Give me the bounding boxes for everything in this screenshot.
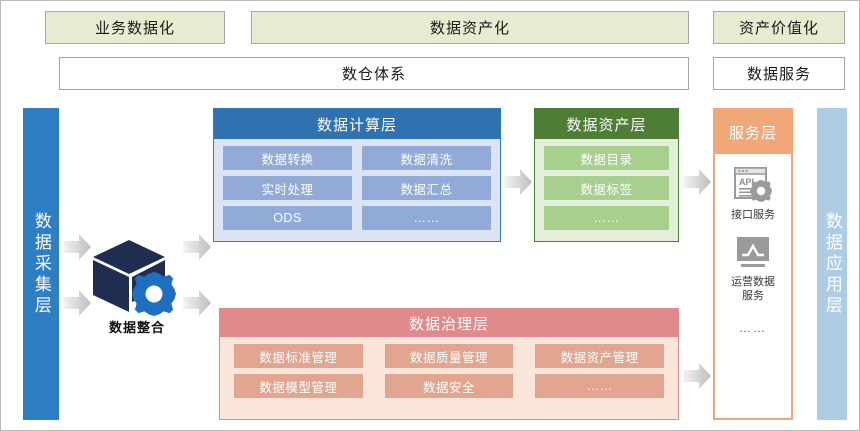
column-data-collection-layer: 数据采集层 [23, 108, 59, 420]
category-label: 资产价值化 [738, 20, 819, 37]
category-box-asset-valuation: 资产价值化 [713, 11, 845, 44]
service-entry-label: 运营数据服务 [731, 275, 775, 302]
svg-text:API: API [739, 177, 754, 187]
service-entries: API 接口服务 运营数据服务 …… [715, 154, 791, 335]
panel-items: 数据目录 数据标签 …… [535, 139, 678, 237]
category-label: 业务数据化 [94, 20, 175, 37]
asset-item[interactable]: 数据标签 [544, 176, 669, 200]
service-more: …… [739, 321, 767, 336]
system-label: 数据服务 [746, 66, 811, 83]
system-box-data-service: 数据服务 [713, 57, 845, 90]
governance-item[interactable]: 数据模型管理 [234, 374, 363, 398]
service-entry-label: 接口服务 [731, 209, 775, 221]
governance-item[interactable]: 数据安全 [384, 374, 514, 398]
column-label: 数据采集层 [31, 211, 51, 317]
system-label: 数仓体系 [341, 66, 406, 83]
cube-gear-icon [93, 240, 176, 316]
panel-items: 数据标准管理 数据质量管理 数据资产管理 数据模型管理 数据安全 …… [220, 337, 678, 405]
panel-data-governance-layer: 数据治理层 数据标准管理 数据质量管理 数据资产管理 数据模型管理 数据安全 …… [219, 308, 679, 420]
compute-item-more[interactable]: …… [362, 206, 491, 230]
panel-data-asset-layer: 数据资产层 数据目录 数据标签 …… [534, 108, 679, 242]
compute-item[interactable]: ODS [223, 206, 352, 230]
governance-item[interactable]: 数据标准管理 [234, 344, 363, 368]
arrow-integration-to-compute [183, 234, 211, 260]
asset-item-more[interactable]: …… [544, 206, 669, 230]
arrow-collect-to-integration-bottom [63, 290, 91, 316]
category-box-business-digitization: 业务数据化 [45, 11, 225, 44]
governance-item[interactable]: 数据资产管理 [535, 344, 664, 368]
panel-data-compute-layer: 数据计算层 数据转换 数据清洗 实时处理 数据汇总 ODS …… [213, 108, 501, 242]
compute-item[interactable]: 数据转换 [223, 146, 352, 170]
data-integration-group: 数据整合 [89, 238, 185, 338]
arrow-compute-to-asset [504, 169, 532, 195]
panel-service-layer: 服务层 API 接口服务 [713, 108, 793, 420]
governance-item[interactable]: 数据质量管理 [384, 344, 514, 368]
compute-item[interactable]: 实时处理 [223, 176, 352, 200]
compute-item[interactable]: 数据汇总 [362, 176, 491, 200]
panel-title: 数据治理层 [220, 309, 678, 337]
arrow-integration-to-governance [183, 290, 211, 316]
panel-title: 数据计算层 [214, 109, 500, 139]
arrow-asset-to-service [683, 169, 711, 195]
panel-title: 服务层 [715, 110, 791, 154]
compute-item[interactable]: 数据清洗 [362, 146, 491, 170]
category-label: 数据资产化 [429, 20, 510, 37]
category-box-data-assetization: 数据资产化 [251, 11, 689, 44]
panel-title: 数据资产层 [535, 109, 678, 139]
arrow-governance-to-service [683, 363, 711, 389]
governance-item-more[interactable]: …… [535, 374, 664, 398]
arrow-collect-to-integration-top [63, 234, 91, 260]
monitor-chart-icon [737, 236, 769, 267]
panel-items: 数据转换 数据清洗 实时处理 数据汇总 ODS …… [214, 139, 500, 237]
api-window-gear-icon: API [734, 167, 772, 202]
data-integration-label: 数据整合 [108, 320, 165, 335]
column-data-application-layer: 数据应用层 [817, 108, 847, 420]
column-label: 数据应用层 [822, 211, 842, 317]
asset-item[interactable]: 数据目录 [544, 146, 669, 170]
system-box-data-warehouse: 数仓体系 [59, 57, 689, 90]
